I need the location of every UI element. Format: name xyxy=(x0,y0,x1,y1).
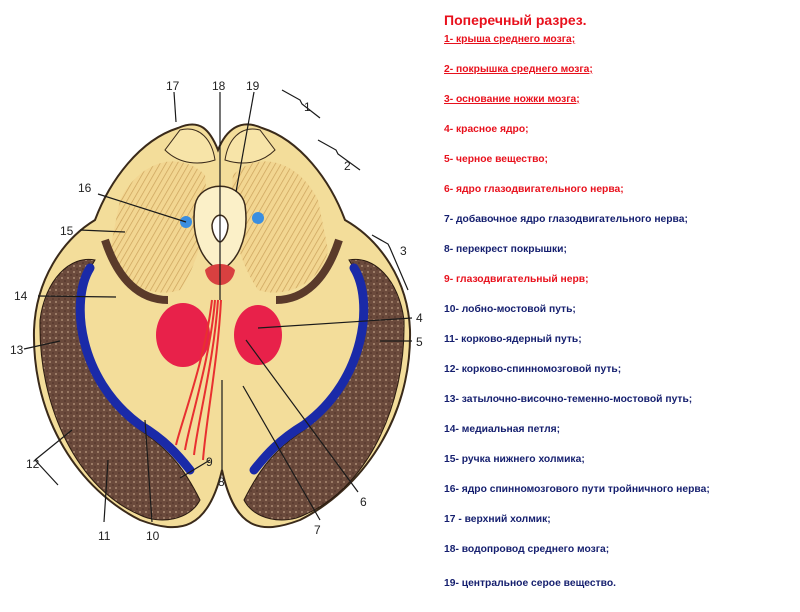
legend-item: 8- перекрест покрышки; xyxy=(444,244,567,255)
medial-lemniscus-left xyxy=(101,238,169,304)
label-12: 12 xyxy=(26,457,40,471)
brackets xyxy=(281,89,409,291)
label-1: 1 xyxy=(304,100,311,114)
label-4: 4 xyxy=(416,311,423,325)
substantia-nigra-right xyxy=(249,263,369,475)
label-5: 5 xyxy=(416,335,423,349)
label-8: 8 xyxy=(218,475,225,489)
label-10: 10 xyxy=(146,529,160,543)
legend-item: 19- центральное серое вещество. xyxy=(444,578,616,589)
legend-item: 12- корково-спинномозговой путь; xyxy=(444,364,622,375)
legend-item: 2- покрышка среднего мозга; xyxy=(444,64,593,75)
legend-item: 13- затылочно-височно-теменно-мостовой п… xyxy=(444,394,693,405)
legend-item: 11- корково-ядерный путь; xyxy=(444,334,582,345)
substantia-nigra-left xyxy=(75,263,195,475)
label-19: 19 xyxy=(246,79,260,93)
legend-item: 9- глазодвигательный нерв; xyxy=(444,274,589,285)
tegmentum-right xyxy=(231,161,328,293)
superior-colliculus-left xyxy=(164,128,216,164)
label-13: 13 xyxy=(10,343,24,357)
tegmentum-left xyxy=(110,161,207,293)
label-11: 11 xyxy=(98,529,111,543)
legend-item: 6- ядро глазодвигательного нерва; xyxy=(444,184,624,195)
legend-item: 15- ручка нижнего холмика; xyxy=(444,454,585,465)
label-9: 9 xyxy=(206,455,213,469)
label-14: 14 xyxy=(14,289,28,303)
label-2: 2 xyxy=(344,159,351,173)
label-7: 7 xyxy=(314,523,321,537)
legend-item: 16- ядро спинномозгового пути тройничног… xyxy=(444,484,710,495)
legend-item: 7- добавочное ядро глазодвигательного не… xyxy=(444,214,688,225)
legend-item: 18- водопровод среднего мозга; xyxy=(444,544,610,555)
label-15: 15 xyxy=(60,224,74,238)
legend: Поперечный разрез. 1- крыша среднего моз… xyxy=(444,8,796,612)
midbrain-cross-section-diagram: 1 2 3 4 5 6 7 8 9 10 11 12 13 14 15 16 1… xyxy=(10,79,423,543)
legend-item: 3- основание ножки мозга; xyxy=(444,94,580,105)
label-16: 16 xyxy=(78,181,92,195)
legend-item: 17 - верхний холмик; xyxy=(444,514,551,525)
label-3: 3 xyxy=(400,244,407,258)
legend-item: 10- лобно-мостовой путь; xyxy=(444,304,576,315)
legend-item: 4- красное ядро; xyxy=(444,124,529,135)
legend-item: 14- медиальная петля; xyxy=(444,424,561,435)
legend-title: Поперечный разрез. xyxy=(444,12,587,28)
legend-items: 1- крыша среднего мозга; 2- покрышка сред… xyxy=(444,32,796,612)
trigeminal-nucleus-right xyxy=(252,212,264,224)
red-nucleus-left xyxy=(156,303,210,367)
label-18: 18 xyxy=(212,79,226,93)
legend-item: 1- крыша среднего мозга; xyxy=(444,34,576,45)
oculomotor-nerve-fibers xyxy=(175,299,222,461)
superior-colliculus-right xyxy=(224,128,276,164)
red-nucleus-right xyxy=(234,305,282,365)
label-17: 17 xyxy=(166,79,180,93)
medial-lemniscus-right xyxy=(275,238,343,304)
legend-item: 5- черное вещество; xyxy=(444,154,548,165)
leader-lines xyxy=(23,91,413,523)
label-6: 6 xyxy=(360,495,367,509)
